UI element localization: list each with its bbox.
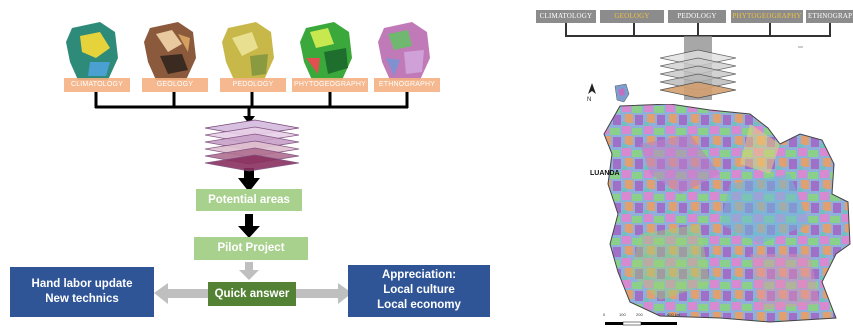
thumb-ethnography [378,22,430,80]
tab-geology: GEOLOGY [600,10,664,23]
hand-labor-box: Hand labor update New technics [10,267,154,317]
appreciation-box: Appreciation: Local culture Local econom… [348,265,490,317]
layer-label-geology: GEOLOGY [142,78,208,92]
appreciation-line2: Local culture [383,284,455,296]
cabinda-enclave [614,83,630,103]
layer-label-climatology: CLIMATOLOGY [64,78,130,92]
thumb-pedology [222,22,274,80]
flow-connectors [94,92,409,304]
scale-tick-100: 100 [619,312,626,317]
tab-pedology: PEDOLOGY [668,10,726,23]
scale-tick-200: 200 [636,312,643,317]
hand-labor-line2: New technics [45,293,119,305]
luanda-label: LUANDA [590,170,620,177]
layer-label-phytogeography: PHYTOGEOGRAPHY [292,78,368,92]
appreciation-line1: Appreciation: [381,269,457,281]
scale-tick-0: 0 [603,312,606,317]
scale-tick-400: 400 km [667,312,681,317]
potential-areas-box: Potential areas [196,189,302,211]
north-arrow-icon [588,83,596,94]
right-connectors [565,23,831,100]
tab-climatology: CLIMATOLOGY [536,10,596,23]
scale-bar [605,321,677,326]
tab-phytogeography: PHYTOGEOGRAPHY [731,10,803,23]
angola-map [603,104,851,323]
pilot-project-box: Pilot Project [194,237,308,260]
appreciation-line3: Local economy [377,299,461,311]
tab-ethnography: ETHNOGRAPHY [806,10,853,23]
north-label: N [587,97,592,103]
thumb-geology [144,22,196,80]
layer-stack [204,119,300,172]
layer-label-pedology: PEDOLOGY [220,78,286,92]
hand-labor-line1: Hand labor update [31,278,133,290]
thumb-climatology [66,22,118,80]
quick-answer-box: Quick answer [208,282,296,306]
layer-label-ethnography: ETHNOGRAPHY [374,78,440,92]
layer-thumbnails [66,22,430,80]
thumb-phytogeography [300,22,352,80]
